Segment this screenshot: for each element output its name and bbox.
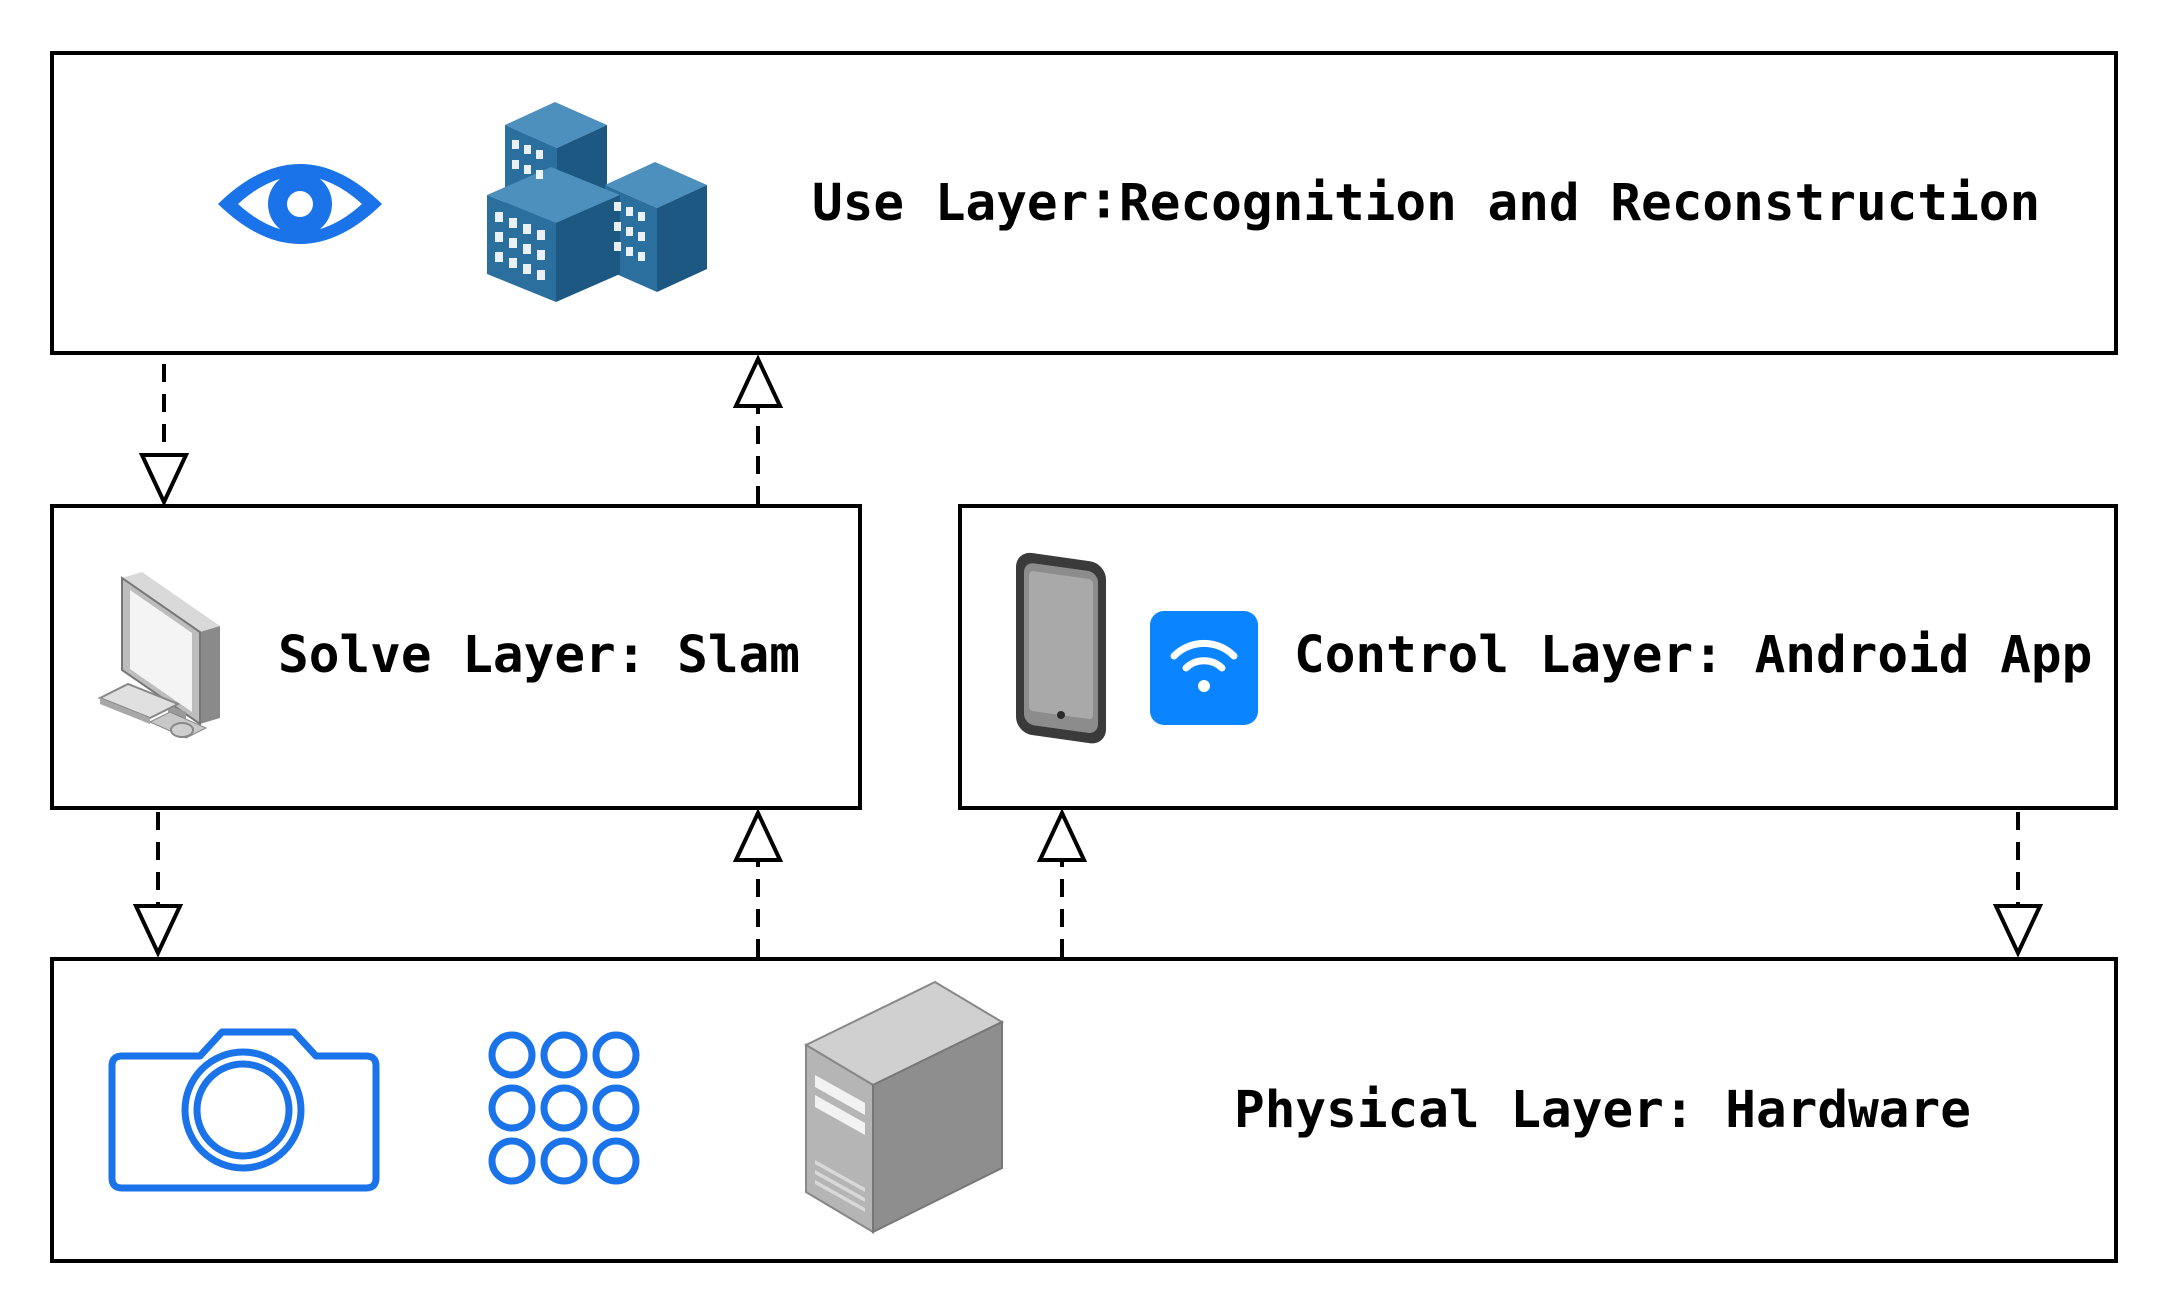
arrow-solve-to-physical [132, 812, 184, 958]
tablet-icon [1016, 552, 1106, 744]
wifi-icon [1150, 611, 1258, 725]
eye-icon [218, 164, 382, 244]
arrow-use-to-solve [138, 364, 190, 507]
arrow-physical-to-solve [732, 808, 784, 957]
physical-layer-box [50, 957, 2118, 1263]
arrow-control-to-physical [1992, 812, 2044, 958]
camera-icon [108, 1028, 380, 1192]
desktop-computer-icon [97, 572, 220, 739]
server-tower-icon [803, 980, 1005, 1234]
solve-layer-label: Solve Layer: Slam [278, 626, 800, 685]
use-layer-box [50, 51, 2118, 355]
control-layer-label: Control Layer: Android App [1294, 626, 2092, 685]
physical-layer-label: Physical Layer: Hardware [1234, 1081, 1971, 1140]
arrow-solve-to-use [732, 354, 784, 504]
arrow-physical-to-control [1036, 808, 1088, 957]
use-layer-label: Use Layer∶Recognition and Reconstruction [812, 174, 2040, 233]
circle-grid-icon [488, 1031, 640, 1185]
buildings-icon [487, 102, 707, 302]
